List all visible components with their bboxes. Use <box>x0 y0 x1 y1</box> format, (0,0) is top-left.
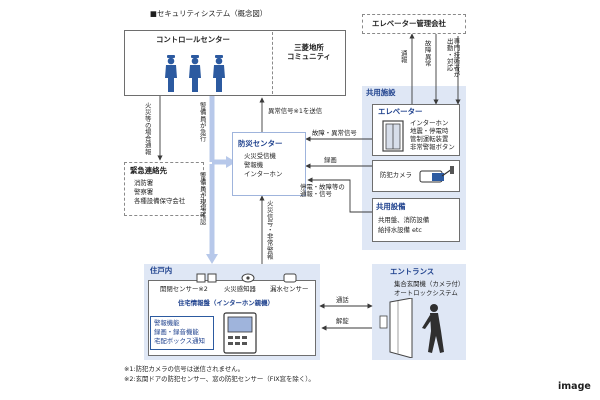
note-sensor: ※2:玄関ドアの防犯センサー、窓の防犯センサー（FIX窓を除く）。 <box>124 375 315 383</box>
image-watermark: image <box>558 381 591 392</box>
security-camera-box <box>372 160 460 192</box>
fire-detector-icon <box>241 273 255 283</box>
panel-feature-recording: 録画・録音機能 <box>154 328 199 336</box>
shared-facilities-label: 共用施設 <box>366 88 396 97</box>
label-fire-contact: 火災等の場合通報 <box>143 102 152 155</box>
label-failure-signal: 故障・異常信号 <box>312 129 357 137</box>
entrance-panel <box>372 264 466 360</box>
sensor-door: 開閉センサー※2 <box>160 285 208 293</box>
entrance-item-autolock: オートロックシステム <box>394 289 458 297</box>
entrance-item-panel: 集合玄関機（カメラ付） <box>394 280 465 288</box>
door-sensor-icon <box>196 273 217 283</box>
control-center-label: コントロールセンター <box>156 35 230 44</box>
water-sensor-icon <box>283 273 297 283</box>
control-center-box <box>124 30 346 96</box>
label-failure-emergency: 故障異常 <box>423 40 432 67</box>
panel-feature-delivery: 宅配ボックス通知 <box>154 337 205 345</box>
shared-equipment-item-panel: 共用盤、消防設備 <box>378 216 430 224</box>
label-report: 通報 <box>399 50 408 64</box>
figure-title: ■セキュリティシステム（概念図） <box>150 9 268 18</box>
label-unlock: 解錠 <box>336 317 349 325</box>
sensor-fire: 火災感知器 <box>224 285 256 293</box>
label-maintenance: 専門技術者が 出動・対応 <box>445 38 461 78</box>
elevator-company-box <box>362 14 466 34</box>
emergency-contacts-title: 緊急連絡先 <box>130 166 167 175</box>
entrance-door-person-icon <box>379 298 444 358</box>
elevator-title: エレベーター <box>378 107 423 116</box>
label-call: 通話 <box>336 296 349 304</box>
disaster-center-title: 防災センター <box>238 139 283 148</box>
label-guard-rush: 警備員が急行 <box>198 102 207 142</box>
shared-equipment-item-water: 給排水設備 etc <box>378 226 422 234</box>
elevator-company-label: エレベーター管理会社 <box>372 19 446 28</box>
control-center-divider <box>272 32 273 94</box>
security-guard-icons <box>165 55 225 92</box>
emergency-item-maintenance: 各種設備保守会社 <box>134 197 186 205</box>
shared-equipment-title: 共用設備 <box>376 202 406 211</box>
sensor-water: 漏水センサー <box>270 285 309 293</box>
label-guard-check: 警備員が現場確認 <box>198 172 207 225</box>
intercom-panel-icon <box>223 312 257 354</box>
emergency-item-police: 警察署 <box>134 188 154 196</box>
label-abnormal-signal: 異常信号※1を送信 <box>268 107 323 115</box>
label-fire-alarm: 火災信号・非常警報 <box>265 200 274 260</box>
disaster-center-box <box>232 132 306 196</box>
mitsubishi-community-label: 三菱地所 コミュニティ <box>287 43 331 61</box>
elevator-item-button: 非常警報ボタン <box>410 143 455 151</box>
elevator-item-intercom: インターホン <box>410 119 449 127</box>
info-panel-title: 住宅情報盤（インターホン親機） <box>178 299 274 307</box>
disaster-item-alarm: 警報機 <box>244 161 264 169</box>
disaster-item-intercom: インターホン <box>244 170 283 178</box>
emergency-item-fire: 消防署 <box>134 179 154 187</box>
label-recording: 録画 <box>324 156 337 164</box>
security-camera-label: 防犯カメラ <box>380 171 412 179</box>
elevator-door-icon <box>382 120 404 152</box>
entrance-title: エントランス <box>390 267 435 276</box>
emergency-contacts-box <box>124 162 204 216</box>
dwelling-title: 住戸内 <box>150 266 173 275</box>
disaster-item-receiver: 火災受信機 <box>244 152 276 160</box>
elevator-item-quake: 地震・停電時 <box>410 127 449 135</box>
elevator-item-control: 管制運転装置 <box>410 135 449 143</box>
label-stop-failure: 停電・故障等の 通報・信号 <box>300 183 345 199</box>
security-camera-icon <box>419 166 454 183</box>
note-camera: ※1:防犯カメラの信号は送信されません。 <box>124 365 245 373</box>
shared-equipment-box <box>372 198 460 242</box>
info-panel-features-box <box>150 316 214 350</box>
panel-feature-alarm: 警報機能 <box>154 319 180 327</box>
